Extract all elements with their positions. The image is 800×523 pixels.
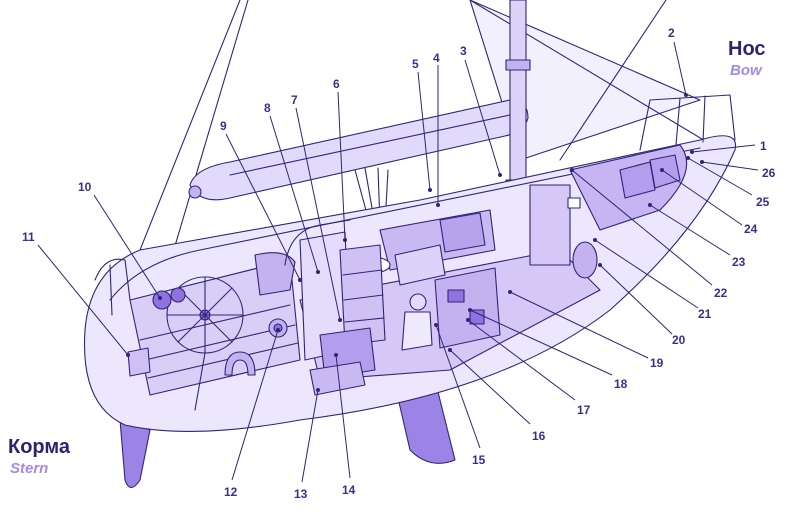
steering-wheel (166, 276, 244, 411)
boom (188, 99, 529, 201)
callout-3: 3 (460, 44, 467, 58)
callout-11: 11 (22, 230, 35, 244)
callout-19: 19 (650, 356, 664, 370)
bow-pulpit (639, 94, 736, 151)
callout-14: 14 (342, 483, 356, 497)
crew-figure (401, 293, 433, 351)
bow-label-en: Bow (730, 62, 763, 79)
saloon-table (394, 244, 446, 286)
keel (394, 379, 456, 464)
heads-compartment (529, 184, 571, 266)
callout-8: 8 (264, 101, 271, 115)
bow-label-ru: Нос (728, 38, 766, 60)
callout-20: 20 (672, 333, 686, 347)
aft-bench (309, 361, 366, 396)
nav-station (434, 267, 501, 349)
callout-18: 18 (614, 377, 628, 391)
water-tank (572, 241, 598, 279)
callout-5: 5 (412, 57, 419, 71)
callout-numbers: 1 2 3 4 5 6 7 8 9 10 11 12 13 14 15 16 1… (22, 26, 776, 501)
callout-23: 23 (732, 255, 746, 269)
cockpit (94, 219, 351, 411)
companionway (339, 244, 386, 346)
callout-9: 9 (220, 119, 227, 133)
callout-13: 13 (294, 487, 308, 501)
stern-label-ru: Корма (8, 436, 71, 458)
callout-2: 2 (668, 26, 675, 40)
stern-label-en: Stern (10, 460, 48, 477)
rudder (119, 419, 151, 489)
callout-7: 7 (291, 93, 298, 107)
callout-15: 15 (472, 453, 486, 467)
horseshoe-buoy (224, 351, 256, 376)
callout-25: 25 (756, 195, 770, 209)
furled-mainsail (189, 99, 529, 201)
leader-lines (37, 41, 759, 483)
gas-bottle (127, 347, 151, 377)
callout-4: 4 (433, 51, 440, 65)
callout-26: 26 (762, 166, 776, 180)
callout-16: 16 (532, 429, 546, 443)
callout-1: 1 (760, 139, 767, 153)
winch-port (152, 290, 172, 310)
callout-21: 21 (698, 307, 712, 321)
callout-22: 22 (714, 286, 728, 300)
callout-12: 12 (224, 485, 238, 499)
callout-10: 10 (78, 180, 92, 194)
callout-6: 6 (333, 77, 340, 91)
direction-labels: Нос Bow Корма Stern (8, 38, 766, 477)
callout-17: 17 (577, 403, 591, 417)
callout-24: 24 (744, 222, 758, 236)
